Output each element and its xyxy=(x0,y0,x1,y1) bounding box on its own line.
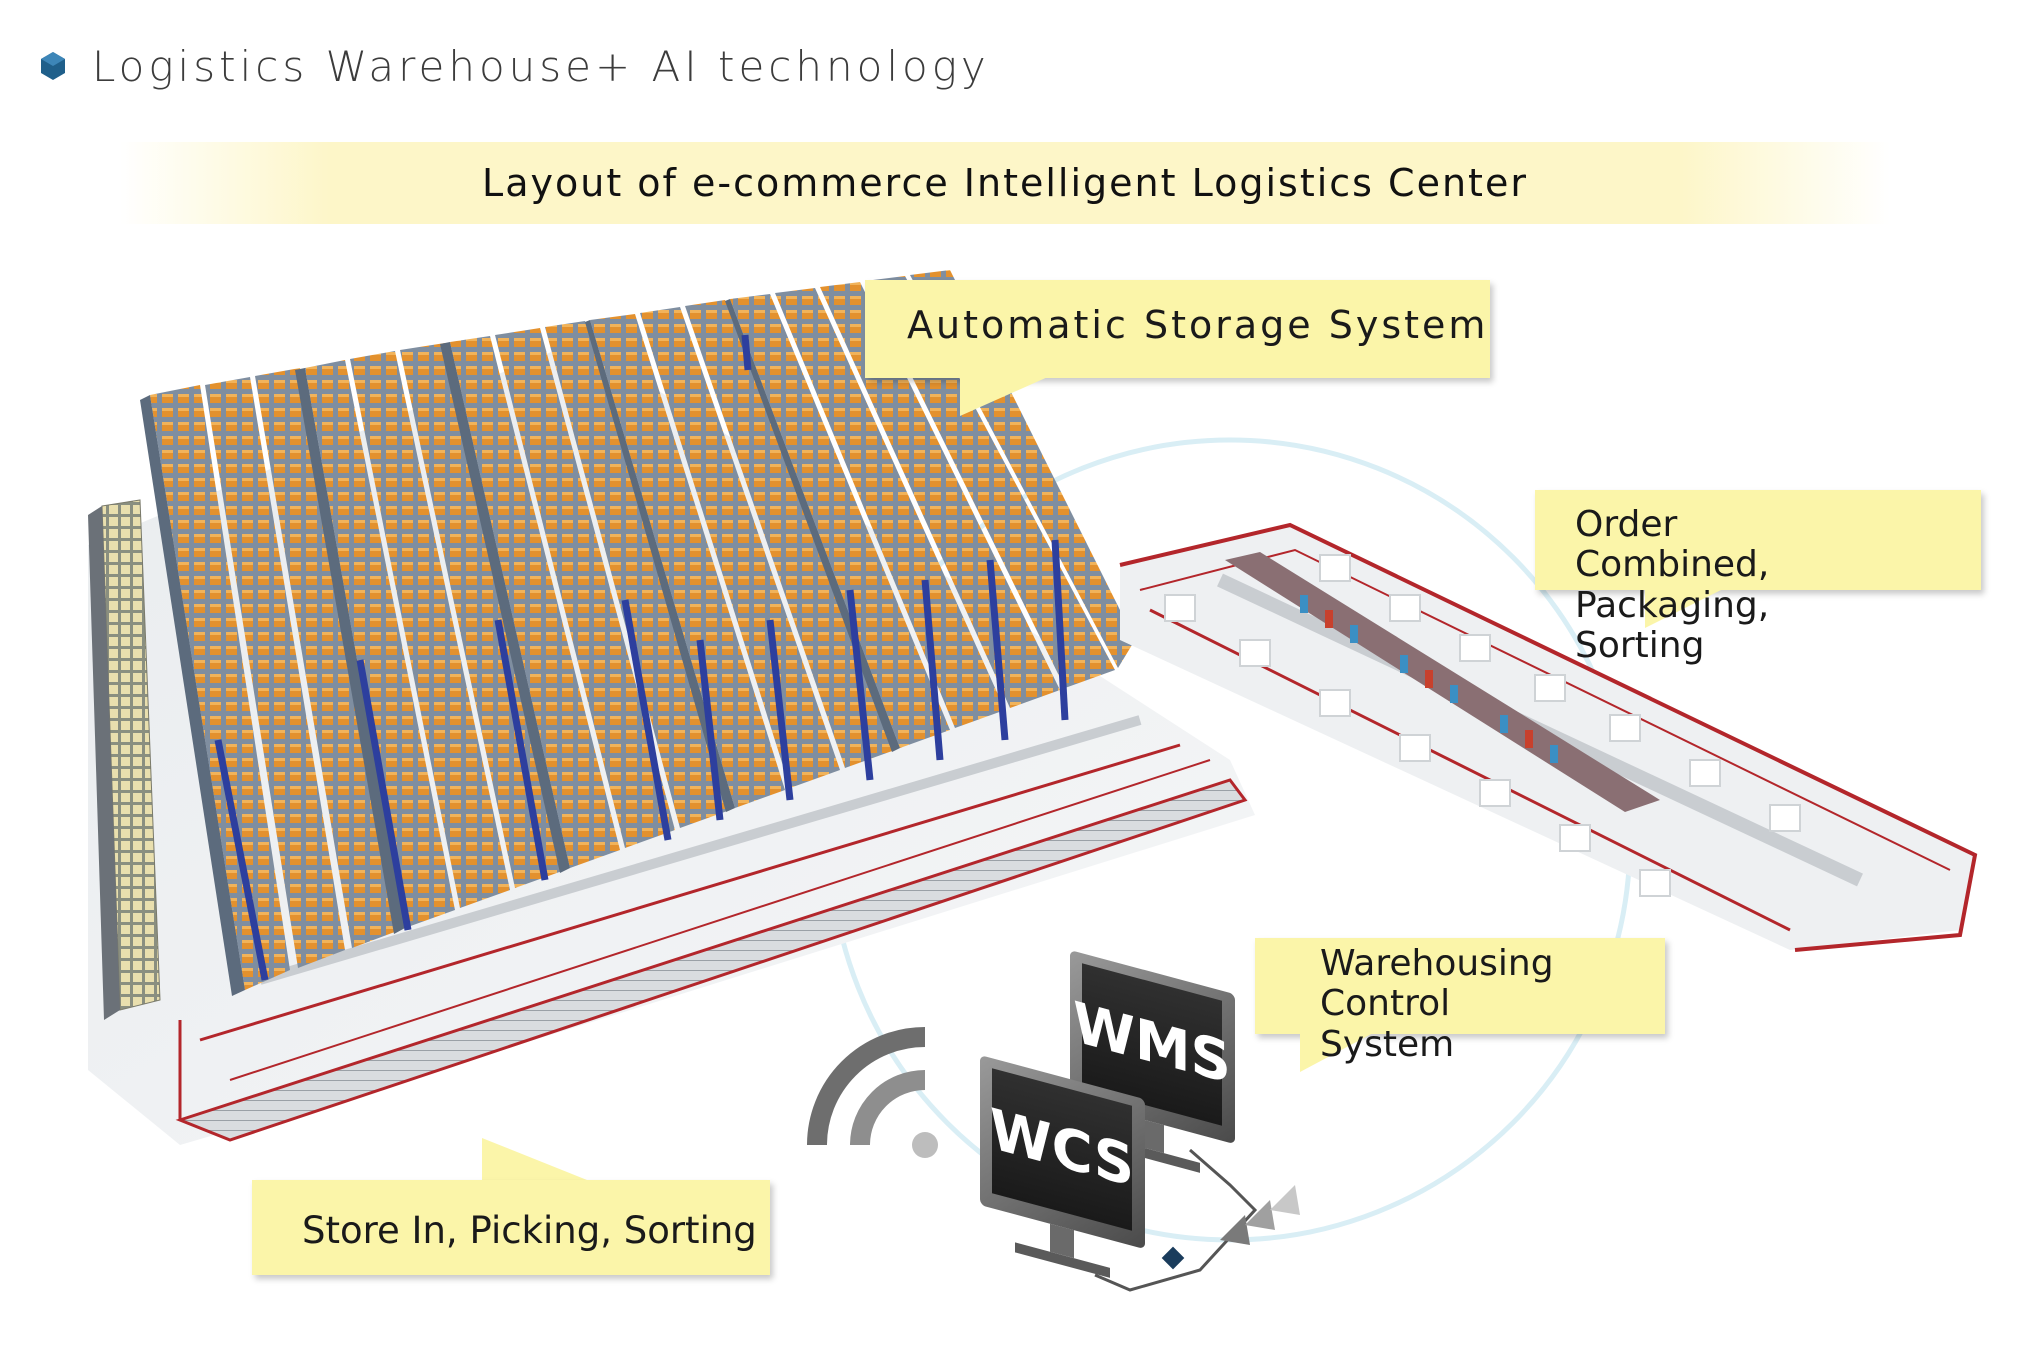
callout-tail xyxy=(1645,588,1725,628)
wcs-monitor: WCS xyxy=(980,1056,1145,1278)
wifi-icon xyxy=(807,1027,938,1158)
callout-label: Automatic Storage System xyxy=(907,303,1489,347)
storage-racks xyxy=(150,270,1135,990)
conveyor-line-3 xyxy=(258,715,1142,985)
diagram-banner: Layout of e-commerce Intelligent Logisti… xyxy=(120,142,1890,224)
callout-label: Store In, Picking, Sorting xyxy=(302,1209,757,1252)
header: Logistics Warehouse+ AI technology xyxy=(40,36,990,96)
connector-node-icon xyxy=(1161,1246,1185,1270)
hexagon-bullet-icon xyxy=(41,52,65,80)
conveyor-line-2 xyxy=(229,759,1211,1081)
packaging-area xyxy=(1119,522,1978,952)
conveyor-line-1 xyxy=(199,743,1181,1042)
callout-label-line1: Order Combined, xyxy=(1575,504,1770,586)
callout-label-line1: Warehousing xyxy=(1320,943,1554,984)
rack-blue-uprights xyxy=(214,334,1069,981)
diagram-title: Layout of e-commerce Intelligent Logisti… xyxy=(482,161,1528,205)
callout-label-line2: Packaging, Sorting xyxy=(1575,584,1770,666)
wms-monitor: WMS xyxy=(1070,951,1235,1173)
page-title: Logistics Warehouse+ AI technology xyxy=(92,41,990,91)
callout-tail xyxy=(482,1138,592,1182)
left-light-rack-side xyxy=(88,506,120,1020)
callout-tail xyxy=(960,376,1050,416)
callout-tail xyxy=(1300,1032,1375,1072)
data-flow-arrows-icon xyxy=(1220,1185,1300,1245)
main-conveyor-loop xyxy=(175,778,1248,1142)
callout-label-line2: Control System xyxy=(1320,983,1455,1065)
